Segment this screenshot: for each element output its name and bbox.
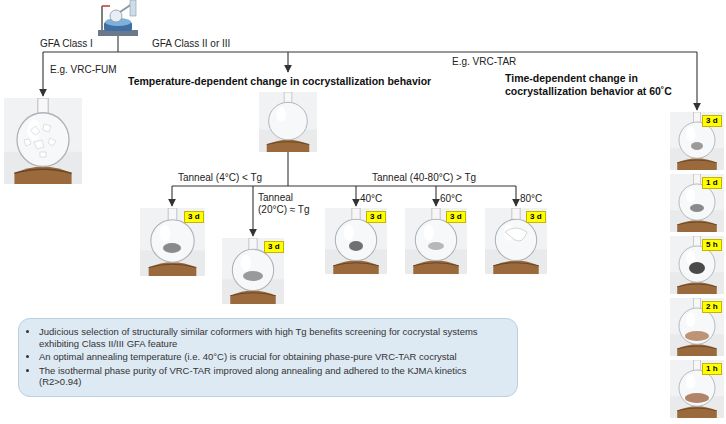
example-label: E.g. VRC-TAR — [452, 56, 516, 68]
condition-label: Tanneal (20°C) ≈ Tg — [258, 192, 322, 216]
time-badge: 2 h — [702, 301, 722, 313]
time-badge: 1 d — [702, 177, 722, 189]
condition-label: Tanneal (40-80°C) > Tg — [372, 172, 476, 184]
badge-text: 2 h — [706, 302, 718, 311]
bullet-list: Judicious selection of structurally simi… — [23, 326, 505, 388]
badge-text: 3 d — [188, 212, 200, 221]
time-badge: 3 d — [702, 115, 722, 127]
badge-text: 3 d — [268, 242, 280, 251]
temperature-label: 60°C — [440, 193, 462, 205]
summary-box: Judicious selection of structurally simi… — [18, 318, 518, 397]
time-badge: 3 d — [264, 241, 284, 253]
time-badge: 5 h — [702, 239, 722, 251]
badge-text: 3 d — [530, 212, 542, 221]
time-badge: 3 d — [446, 211, 466, 223]
bullet-text: The isothermal phase purity of VRC-TAR i… — [39, 365, 505, 388]
temperature-label: 80°C — [520, 193, 542, 205]
time-badge: 1 h — [702, 363, 722, 375]
time-badge: 3 d — [184, 211, 204, 223]
badge-text: 3 d — [370, 212, 382, 221]
badge-text: 1 d — [706, 178, 718, 187]
class-label: GFA Class II or III — [152, 38, 230, 50]
badge-text: 3 d — [450, 212, 462, 221]
rotavap-icon — [98, 0, 138, 36]
section-heading: Temperature-dependent change in cocrysta… — [128, 75, 431, 88]
badge-text: 5 h — [706, 240, 718, 249]
flow-lines — [43, 36, 697, 236]
flask-photos — [4, 92, 724, 418]
badge-text: 1 h — [706, 364, 718, 373]
condition-label: Tanneal (4°C) < Tg — [178, 172, 262, 184]
time-badge: 3 d — [526, 211, 546, 223]
time-badge: 3 d — [366, 211, 386, 223]
bullet-text: Judicious selection of structurally simi… — [39, 326, 505, 349]
bullet-text: An optimal annealing temperature (i.e. 4… — [39, 351, 505, 363]
class-label: GFA Class I — [40, 38, 93, 50]
temperature-label: 40°C — [360, 193, 382, 205]
section-heading: Time-dependent change in cocrystallizati… — [505, 72, 691, 98]
badge-text: 3 d — [706, 116, 718, 125]
example-label: E.g. VRC-FUM — [50, 64, 117, 76]
